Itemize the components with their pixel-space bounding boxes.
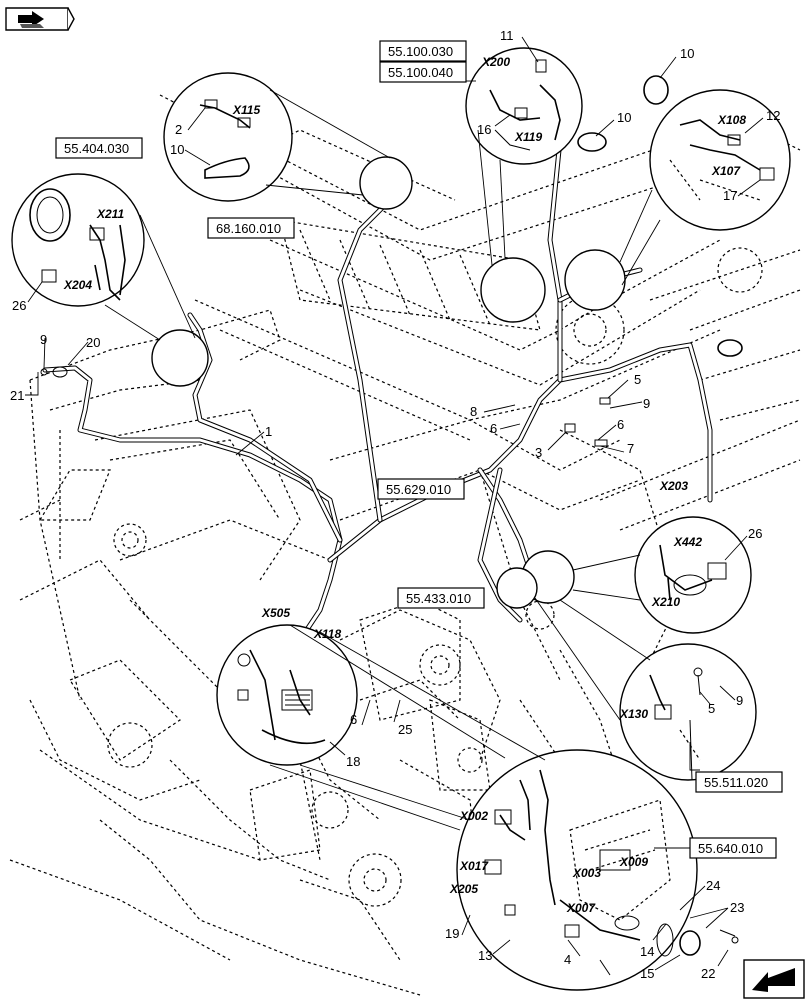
callout-3: 3 <box>535 445 542 460</box>
ref-55100040: 55.100.040 <box>388 65 453 80</box>
connector-x211: X211 <box>96 207 124 221</box>
callout-4: 4 <box>564 952 571 967</box>
loose-parts <box>40 75 743 957</box>
callout-14: 14 <box>640 944 654 959</box>
callout-21: 21 <box>10 388 24 403</box>
detail-circles <box>11 47 791 991</box>
ref-box-55629010 <box>377 478 465 500</box>
connector-x130: X130 <box>619 707 648 721</box>
detail-circle-small-3 <box>564 249 626 311</box>
callout-6-a: 6 <box>490 421 497 436</box>
navigation-arrow-icon[interactable] <box>5 7 75 31</box>
circle-contents <box>29 59 775 976</box>
detail-circle-x200 <box>465 47 583 165</box>
ref-box-55100030 <box>379 40 467 62</box>
connector-x108: X108 <box>717 113 746 127</box>
detail-circle-x211 <box>11 173 145 307</box>
connector-x203: X203 <box>659 479 688 493</box>
ref-box-55404030 <box>55 137 143 159</box>
connector-x003: X003 <box>572 866 601 880</box>
detail-leaders <box>104 89 661 831</box>
callout-13: 13 <box>478 948 492 963</box>
connector-x007: X007 <box>566 901 596 915</box>
callout-5-a: 5 <box>634 372 641 387</box>
connector-x204: X204 <box>63 278 92 292</box>
connector-labels: X200 X119 X115 X108 X107 X211 X204 X203 … <box>63 55 746 915</box>
callout-6-b: 6 <box>617 417 624 432</box>
callout-7: 7 <box>627 441 634 456</box>
callout-25: 25 <box>398 722 412 737</box>
detail-circle-small-1 <box>359 156 413 210</box>
callout-9-b: 9 <box>643 396 650 411</box>
callout-2: 2 <box>175 122 182 137</box>
callout-10-a: 10 <box>680 46 694 61</box>
connector-x119: X119 <box>514 130 542 144</box>
callout-22: 22 <box>701 966 715 981</box>
ref-box-55100040 <box>379 61 467 83</box>
ref-55433010: 55.433.010 <box>406 591 471 606</box>
callout-6-c: 6 <box>350 712 357 727</box>
callout-8: 8 <box>470 404 477 419</box>
navigation-arrow-icon-bottom[interactable] <box>743 959 805 999</box>
connector-x017: X017 <box>459 859 489 873</box>
connector-x107: X107 <box>711 164 741 178</box>
callout-numbers: 11 10 10 12 17 2 10 16 26 9 20 21 1 8 6 … <box>10 28 780 981</box>
callout-1: 1 <box>265 424 272 439</box>
callout-9-a: 9 <box>40 332 47 347</box>
connector-x009: X009 <box>619 855 648 869</box>
callout-17: 17 <box>723 188 737 203</box>
connector-x200: X200 <box>481 55 510 69</box>
detail-circle-small-6 <box>496 567 538 609</box>
connector-x210: X210 <box>651 595 680 609</box>
ref-55404030: 55.404.030 <box>64 141 129 156</box>
ref-box-55640010 <box>689 837 777 859</box>
callout-11: 11 <box>500 28 514 43</box>
ref-55100030: 55.100.030 <box>388 44 453 59</box>
connector-x118: X118 <box>313 627 341 641</box>
detail-circle-small-2 <box>480 257 546 323</box>
detail-circle-small-4 <box>151 329 209 387</box>
ref-55629010: 55.629.010 <box>386 482 451 497</box>
callout-26-b: 26 <box>748 526 762 541</box>
connector-x115: X115 <box>232 103 260 117</box>
callout-23: 23 <box>730 900 744 915</box>
callout-10-c: 10 <box>170 142 184 157</box>
callout-9-c: 9 <box>736 693 743 708</box>
callout-leaders <box>25 36 764 971</box>
callout-15: 15 <box>640 966 654 981</box>
ref-box-68160010 <box>207 217 295 239</box>
connector-x505: X505 <box>261 606 290 620</box>
connector-x002: X002 <box>459 809 488 823</box>
connector-x442: X442 <box>673 535 702 549</box>
detail-circle-x115 <box>163 72 293 202</box>
callout-12: 12 <box>766 108 780 123</box>
callout-16: 16 <box>477 122 491 137</box>
ref-box-55511020 <box>695 771 783 793</box>
callout-20: 20 <box>86 335 100 350</box>
callout-10-b: 10 <box>617 110 631 125</box>
ref-68160010: 68.160.010 <box>216 221 281 236</box>
callout-19: 19 <box>445 926 459 941</box>
connector-x205: X205 <box>449 882 478 896</box>
ref-55640010: 55.640.010 <box>698 841 763 856</box>
main-harness <box>42 87 713 643</box>
callout-24: 24 <box>706 878 720 893</box>
detail-circle-x130 <box>619 643 757 781</box>
callout-18: 18 <box>346 754 360 769</box>
callout-26-a: 26 <box>12 298 26 313</box>
callout-5-b: 5 <box>708 701 715 716</box>
detail-circle-x002 <box>456 749 698 991</box>
ref-box-55433010 <box>397 587 485 609</box>
ref-55511020: 55.511.020 <box>704 775 768 790</box>
reference-boxes: 55.100.030 55.100.040 55.404.030 68.160.… <box>55 40 783 859</box>
